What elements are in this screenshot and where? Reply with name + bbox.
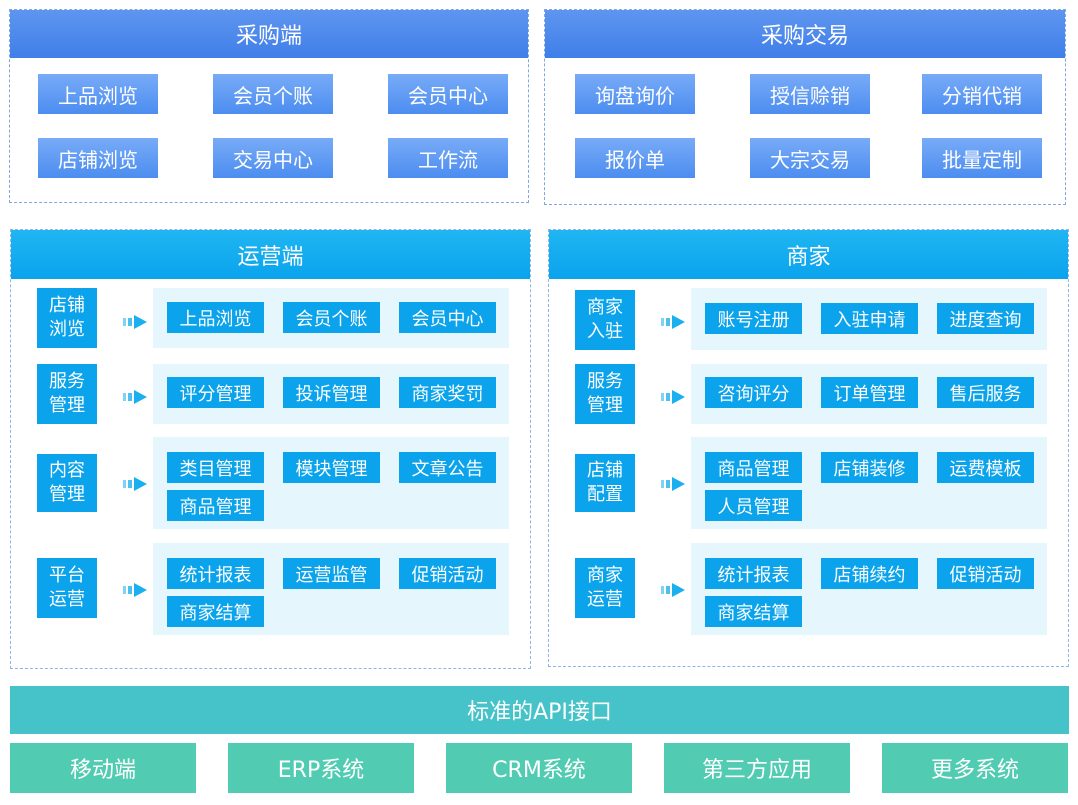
purchase-end-button[interactable]: 工作流 xyxy=(388,138,508,178)
purchase-end-button[interactable]: 上品浏览 xyxy=(38,74,158,114)
operations-item[interactable]: 统计报表 xyxy=(167,558,264,589)
operations-row-label: 店铺 浏览 xyxy=(37,288,97,348)
purchase-trade-panel: 采购交易 询盘询价 授信赊销 分销代销 报价单 大宗交易 批量定制 xyxy=(544,9,1066,205)
purchase-trade-button[interactable]: 大宗交易 xyxy=(750,138,870,178)
right-arrow-icon xyxy=(661,315,685,329)
purchase-trade-title: 采购交易 xyxy=(545,10,1065,58)
purchase-trade-button[interactable]: 批量定制 xyxy=(922,138,1042,178)
right-arrow-icon xyxy=(661,390,685,404)
merchant-item[interactable]: 商品管理 xyxy=(705,452,802,483)
operations-item[interactable]: 运营监管 xyxy=(283,558,380,589)
purchase-end-panel: 采购端 上品浏览 会员个账 会员中心 店铺浏览 交易中心 工作流 xyxy=(9,9,529,203)
merchant-title: 商家 xyxy=(549,230,1068,279)
merchant-row-label: 商家 运营 xyxy=(575,558,635,618)
purchase-trade-button[interactable]: 分销代销 xyxy=(922,74,1042,114)
system-box-mobile[interactable]: 移动端 xyxy=(10,743,196,793)
operations-item[interactable]: 促销活动 xyxy=(399,558,496,589)
merchant-item[interactable]: 账号注册 xyxy=(705,303,802,334)
operations-row-label: 内容 管理 xyxy=(37,454,97,512)
purchase-end-title: 采购端 xyxy=(10,10,528,58)
operations-panel: 运营端 店铺 浏览 上品浏览 会员个账 会员中心 服务 管理 评分管理 投诉管理… xyxy=(10,229,531,669)
merchant-item[interactable]: 统计报表 xyxy=(705,558,802,589)
operations-item[interactable]: 文章公告 xyxy=(399,452,496,483)
purchase-end-button[interactable]: 交易中心 xyxy=(213,138,333,178)
operations-row-label: 平台 运营 xyxy=(37,558,97,618)
operations-item[interactable]: 商品管理 xyxy=(167,490,264,521)
merchant-item[interactable]: 运费模板 xyxy=(937,452,1034,483)
operations-item[interactable]: 投诉管理 xyxy=(283,377,380,408)
operations-item[interactable]: 上品浏览 xyxy=(167,302,264,333)
merchant-row-label: 服务 管理 xyxy=(575,364,635,424)
purchase-end-button[interactable]: 店铺浏览 xyxy=(38,138,158,178)
merchant-item[interactable]: 进度查询 xyxy=(937,303,1034,334)
merchant-item[interactable]: 促销活动 xyxy=(937,558,1034,589)
right-arrow-icon xyxy=(123,583,147,597)
system-box-more[interactable]: 更多系统 xyxy=(882,743,1068,793)
merchant-item[interactable]: 人员管理 xyxy=(705,490,802,521)
merchant-item[interactable]: 订单管理 xyxy=(821,377,918,408)
operations-item[interactable]: 评分管理 xyxy=(167,377,264,408)
purchase-end-button[interactable]: 会员个账 xyxy=(213,74,333,114)
merchant-panel: 商家 商家 入驻 账号注册 入驻申请 进度查询 服务 管理 咨询评分 订单管理 … xyxy=(548,229,1069,667)
purchase-trade-button[interactable]: 授信赊销 xyxy=(750,74,870,114)
right-arrow-icon xyxy=(661,583,685,597)
operations-item[interactable]: 商家结算 xyxy=(167,596,264,627)
operations-item[interactable]: 商家奖罚 xyxy=(399,377,496,408)
merchant-item[interactable]: 店铺装修 xyxy=(821,452,918,483)
right-arrow-icon xyxy=(123,390,147,404)
merchant-item[interactable]: 入驻申请 xyxy=(821,303,918,334)
right-arrow-icon xyxy=(661,477,685,491)
merchant-row-label: 商家 入驻 xyxy=(575,290,635,350)
system-box-erp[interactable]: ERP系统 xyxy=(228,743,414,793)
system-box-third-party[interactable]: 第三方应用 xyxy=(664,743,850,793)
api-bar: 标准的API接口 xyxy=(10,686,1069,734)
operations-title: 运营端 xyxy=(11,230,530,279)
merchant-item[interactable]: 店铺续约 xyxy=(821,558,918,589)
operations-item[interactable]: 会员个账 xyxy=(283,302,380,333)
operations-row-label: 服务 管理 xyxy=(37,364,97,424)
merchant-item[interactable]: 售后服务 xyxy=(937,377,1034,408)
right-arrow-icon xyxy=(123,315,147,329)
right-arrow-icon xyxy=(123,477,147,491)
purchase-trade-button[interactable]: 询盘询价 xyxy=(575,74,695,114)
merchant-row-label: 店铺 配置 xyxy=(575,454,635,512)
operations-item[interactable]: 类目管理 xyxy=(167,452,264,483)
purchase-trade-button[interactable]: 报价单 xyxy=(575,138,695,178)
system-box-crm[interactable]: CRM系统 xyxy=(446,743,632,793)
operations-item[interactable]: 模块管理 xyxy=(283,452,380,483)
operations-item[interactable]: 会员中心 xyxy=(399,302,496,333)
merchant-item[interactable]: 商家结算 xyxy=(705,596,802,627)
purchase-end-button[interactable]: 会员中心 xyxy=(388,74,508,114)
merchant-item[interactable]: 咨询评分 xyxy=(705,377,802,408)
